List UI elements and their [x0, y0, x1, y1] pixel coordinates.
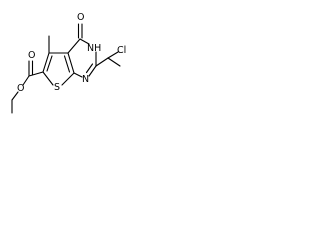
bond-c2-ch	[95, 57, 109, 67]
bond-c4-n3	[79, 38, 90, 45]
thiophene-ring	[42, 52, 75, 86]
bond-cester-o-single	[22, 75, 30, 86]
ester-oxygen-label: O	[17, 83, 24, 94]
bond-c2-n1	[88, 65, 97, 77]
bond-c7a-s	[61, 72, 75, 86]
bond-c6-c5	[42, 52, 50, 73]
bond-ch-ch3	[107, 57, 121, 67]
ring-nh-label: NH	[87, 43, 101, 54]
bond-o-ch2	[11, 91, 19, 101]
ethyl-ester-group	[11, 60, 44, 114]
thiophene-sulfur-label: S	[54, 82, 60, 93]
bond-c4a-c4	[67, 38, 81, 54]
ring-nitrogen-label: N	[82, 74, 89, 85]
bond-c2-n1-double	[85, 63, 94, 74]
chemical-structure: O NH N S O O Cl	[11, 12, 126, 114]
carbonyl-group	[77, 23, 83, 39]
bond-c4a-c7a-double	[63, 55, 71, 73]
bond-ch-cl	[107, 51, 119, 59]
bond-n1-c7a	[73, 72, 83, 78]
chloroethyl-group	[95, 51, 121, 67]
bond-c6-c5-double	[46, 55, 53, 72]
bond-s-c6	[42, 71, 54, 86]
carbonyl-oxygen-label: O	[77, 12, 84, 23]
pyrimidinone-ring	[67, 38, 97, 78]
bond-c6-cester	[28, 71, 44, 77]
ester-carbonyl-oxygen-label: O	[28, 50, 35, 61]
chlorine-label: Cl	[117, 45, 126, 56]
bond-c4a-c7a	[67, 52, 75, 74]
